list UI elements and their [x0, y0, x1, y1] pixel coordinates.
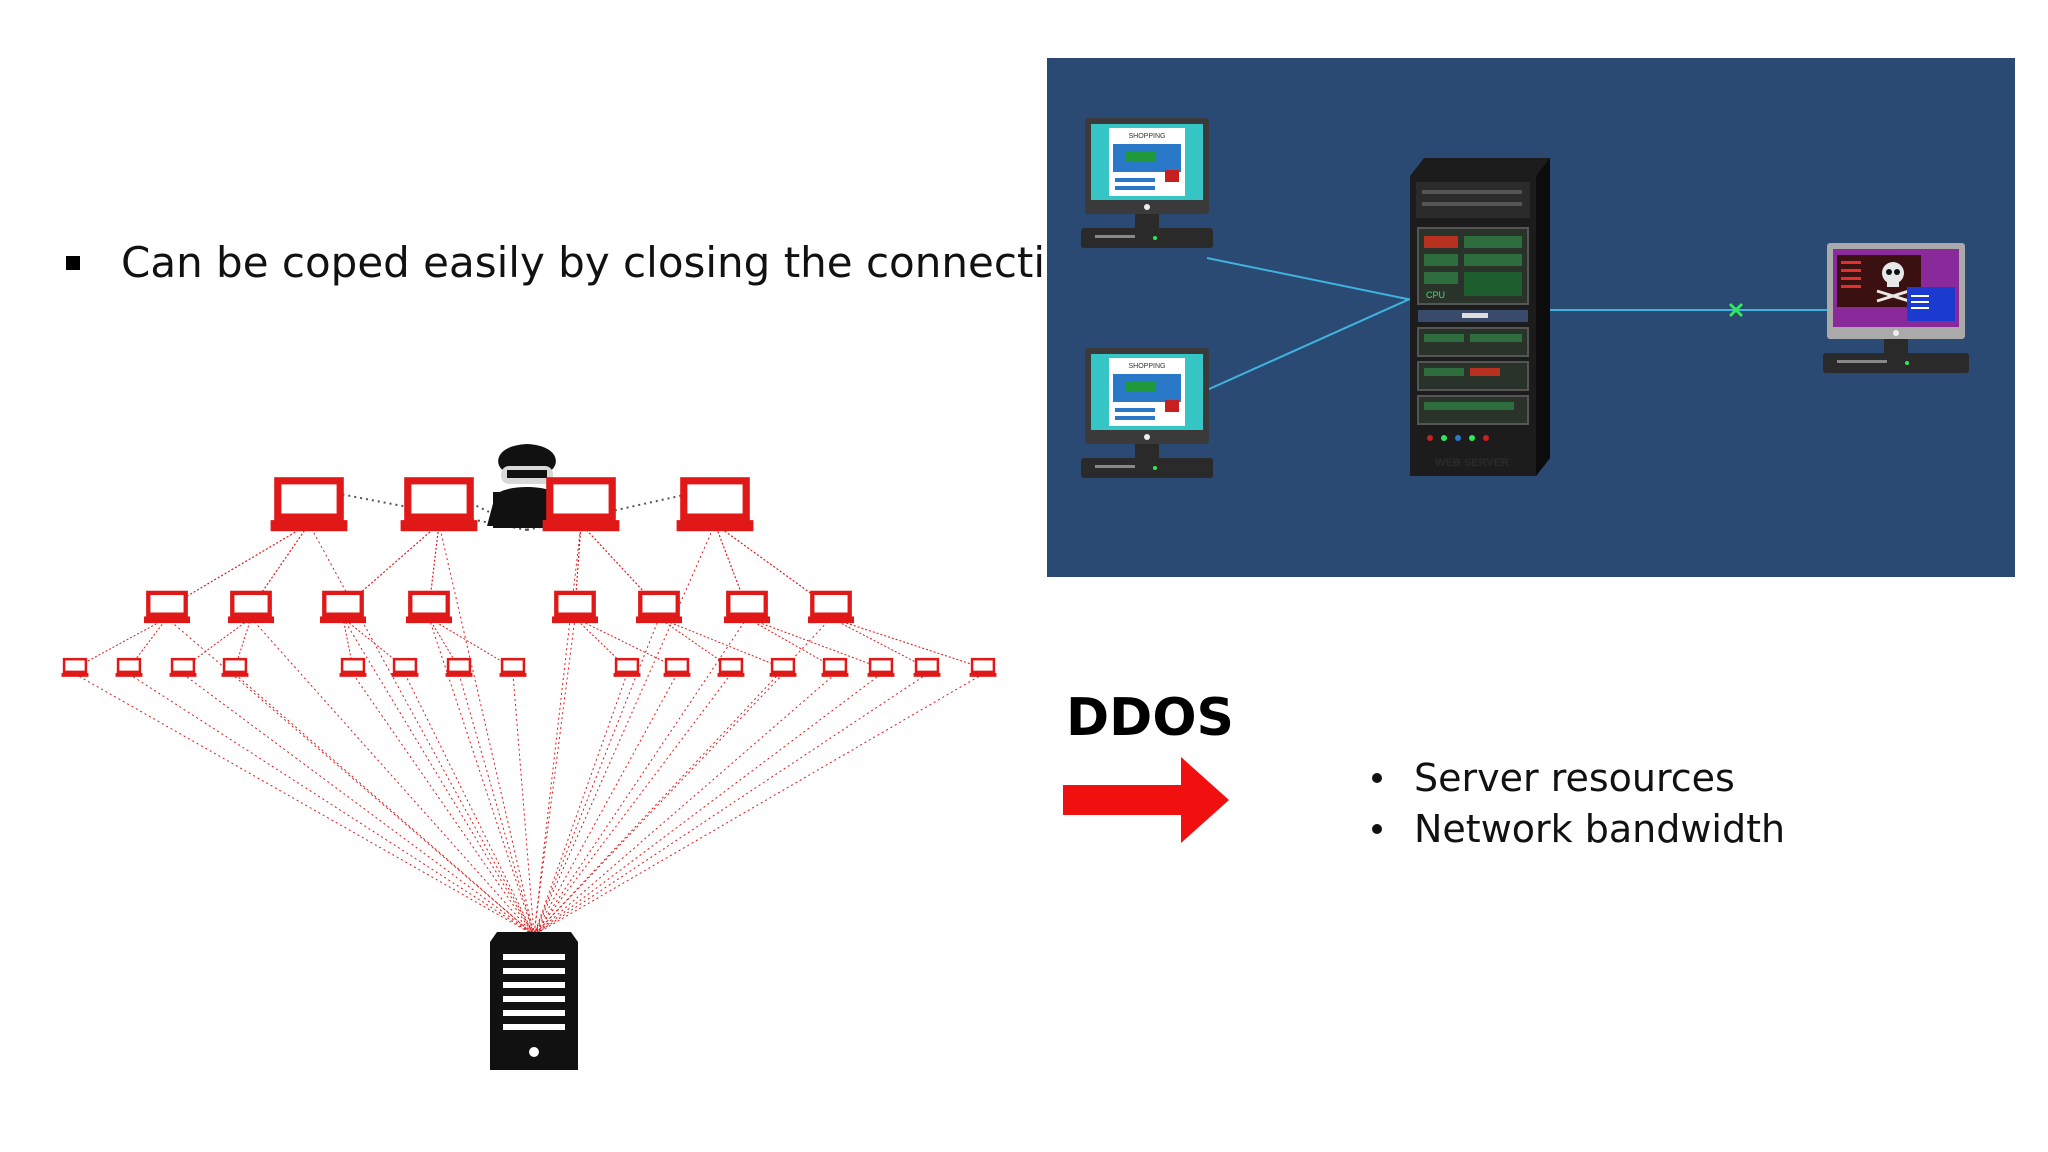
- connection-line: [250, 617, 535, 936]
- connection-line: [342, 617, 406, 669]
- laptop-icon: [867, 657, 895, 677]
- web-server-panel: SHOPPING SHOPPING: [1047, 58, 2015, 577]
- connection-line: [342, 617, 354, 669]
- laptop-icon: [445, 657, 473, 677]
- bullet-dot-icon: [1372, 823, 1382, 834]
- connection-line: [746, 617, 836, 669]
- connection-line: [533, 673, 732, 936]
- skull-icon: [1876, 262, 1910, 303]
- resource-label: Network bandwidth: [1414, 806, 1786, 851]
- laptop-icon: [391, 657, 419, 677]
- laptop-icon: [319, 590, 367, 624]
- laptop-icon: [227, 590, 275, 624]
- connection-line: [404, 673, 535, 936]
- resource-list: Server resources Network bandwidth: [1368, 752, 1785, 854]
- top-bullet: Can be coped easily by closing the conne…: [66, 238, 1097, 287]
- laptop-icon: [115, 657, 143, 677]
- connection-line: [308, 523, 535, 936]
- connection-line: [533, 673, 678, 936]
- ddos-label: DDOS: [1066, 688, 1234, 748]
- right-arrow-icon: [1063, 757, 1229, 843]
- connection-line: [182, 673, 535, 936]
- connection-line: [533, 617, 748, 936]
- connection-line: [128, 673, 535, 936]
- connection-line: [438, 523, 535, 936]
- laptop-icon: [717, 657, 745, 677]
- connection-line: [533, 617, 576, 936]
- connection-line: [74, 617, 168, 669]
- web-server-rack: CPU WEB SERVER: [1410, 158, 1550, 476]
- laptop-icon: [499, 657, 527, 677]
- connection-line: [352, 673, 535, 936]
- connection-line: [580, 523, 660, 609]
- laptop-icon: [221, 657, 249, 677]
- laptop-icon: [969, 657, 997, 677]
- client-computer: SHOPPING: [1081, 348, 1213, 478]
- laptop-icon: [61, 657, 89, 677]
- shopping-label: SHOPPING: [1129, 133, 1166, 140]
- laptop-icon: [613, 657, 641, 677]
- laptop-icon: [542, 477, 620, 532]
- connection-line: [428, 617, 514, 669]
- connection-line: [438, 487, 528, 531]
- laptop-icon: [143, 590, 191, 624]
- connection-line: [533, 523, 716, 936]
- bullet-text: Can be coped easily by closing the conne…: [121, 238, 1098, 287]
- connection-line: [533, 673, 928, 936]
- botnet-diagram: [61, 444, 997, 1070]
- connection-line: [342, 523, 440, 609]
- laptop-icon: [400, 477, 478, 532]
- laptop-icon: [169, 657, 197, 677]
- connection-line: [342, 617, 535, 936]
- connection-line: [234, 617, 252, 669]
- connection-line: [574, 617, 678, 669]
- laptop-icon: [913, 657, 941, 677]
- laptop-icon: [551, 590, 599, 624]
- laptop-icon: [723, 590, 771, 624]
- resource-label: Server resources: [1414, 755, 1735, 800]
- connection-line: [458, 673, 535, 936]
- connection-line: [830, 617, 984, 669]
- connection-line: [533, 673, 628, 936]
- connection-line: [533, 673, 836, 936]
- cpu-label: CPU: [1426, 290, 1445, 300]
- network-links: [1206, 257, 1837, 391]
- connection-line: [526, 487, 716, 531]
- connection-line: [166, 523, 310, 609]
- connection-line: [533, 617, 832, 936]
- attacker-computer: [1823, 243, 1969, 373]
- list-item: Network bandwidth: [1368, 803, 1785, 854]
- connection-line: [533, 673, 882, 936]
- laptop-icon: [270, 477, 348, 532]
- connection-line: [533, 673, 984, 936]
- bullet-dot-icon: [1372, 772, 1382, 783]
- connection-line: [428, 617, 535, 936]
- laptop-icon: [339, 657, 367, 677]
- laptop-icon: [769, 657, 797, 677]
- laptop-icon: [635, 590, 683, 624]
- client-computer: SHOPPING: [1081, 118, 1213, 248]
- connection-line: [533, 523, 582, 936]
- laptop-icon: [663, 657, 691, 677]
- square-bullet-icon: [66, 255, 80, 270]
- laptop-icon: [676, 477, 754, 532]
- connection-line: [74, 673, 535, 936]
- list-item: Server resources: [1368, 752, 1785, 803]
- connection-line: [533, 673, 784, 936]
- laptop-icon: [807, 590, 855, 624]
- shopping-label: SHOPPING: [1129, 363, 1166, 370]
- connection-line: [234, 673, 535, 936]
- connection-line: [746, 617, 882, 669]
- web-server-label: WEB SERVER: [1435, 457, 1509, 469]
- server-icon: [490, 932, 578, 1070]
- laptop-icon: [405, 590, 453, 624]
- connection-line: [714, 523, 748, 609]
- laptop-icon: [821, 657, 849, 677]
- connection-line: [512, 673, 535, 936]
